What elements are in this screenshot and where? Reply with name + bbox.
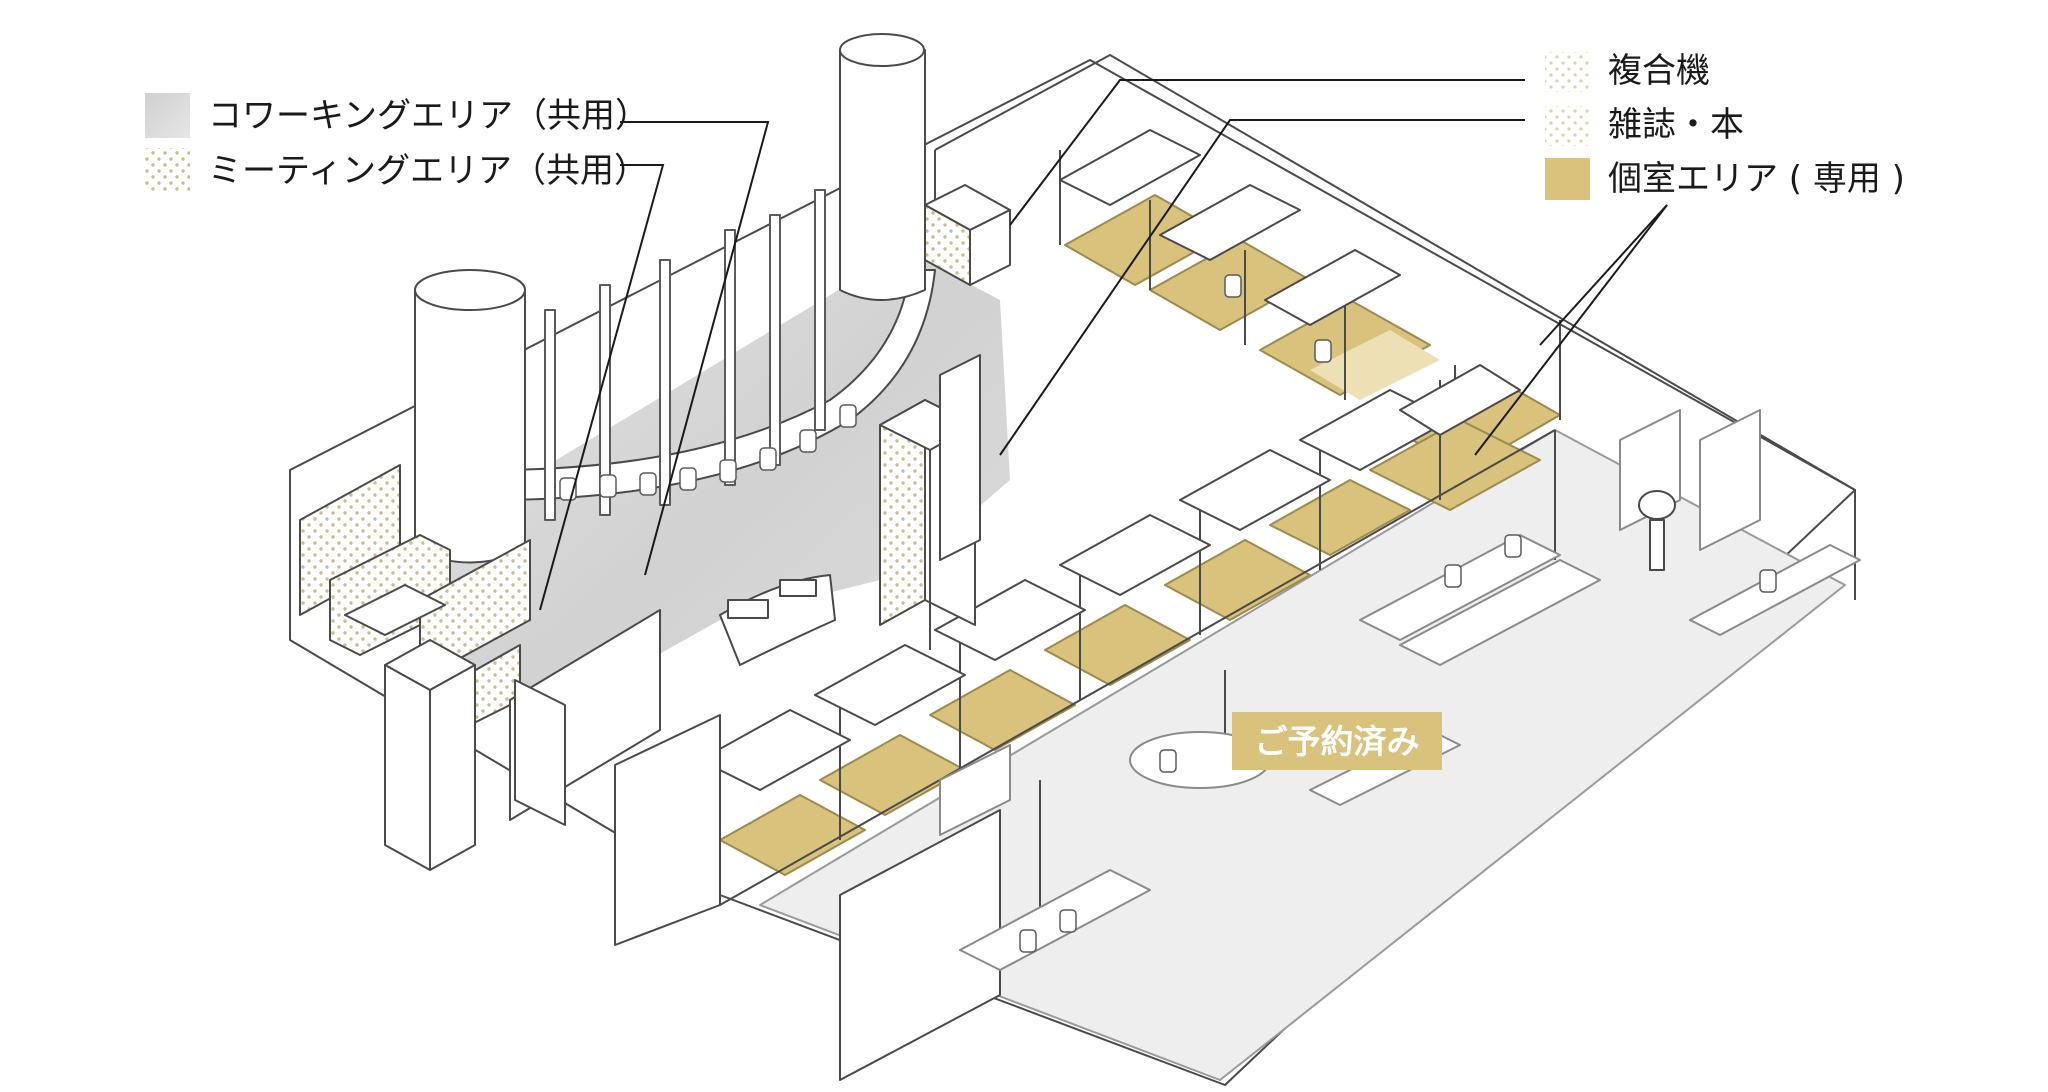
private-office-desks	[699, 129, 1521, 791]
magazine-shelf	[879, 354, 981, 650]
back-wall	[934, 54, 1856, 600]
leader-meeting	[539, 164, 665, 611]
legend-label-magazines: 雑誌・本	[1608, 105, 1744, 145]
leader-private-office-2	[1539, 204, 1668, 346]
coworking-counter	[489, 269, 936, 501]
leader-private-office-1	[1474, 204, 1668, 456]
legend-label-private-office: 個室エリア ( 専用 )	[1608, 159, 1905, 199]
printer	[924, 184, 1011, 286]
legend-swatch-coworking	[145, 93, 190, 138]
leader-lines	[539, 79, 1668, 611]
front-wall-block	[384, 609, 661, 871]
private-offices-front-row	[719, 380, 1556, 906]
legend-label-printer: 複合機	[1608, 51, 1710, 91]
legend-swatch-printer	[1545, 52, 1590, 92]
legend-swatch-meeting	[145, 148, 190, 193]
round-columns	[414, 33, 926, 564]
plant	[1638, 490, 1676, 571]
chairs	[559, 274, 1777, 953]
rented-area-walls	[614, 430, 1556, 1081]
legend-swatch-magazines	[1545, 106, 1590, 146]
legend-swatch-private-office	[1545, 158, 1590, 200]
legend-label-meeting: ミーティングエリア（共用）	[208, 151, 648, 191]
reception-counter	[719, 574, 836, 666]
leader-coworking	[620, 121, 770, 576]
reserved-badge: ご予約済み	[1232, 712, 1442, 770]
reserved-badge-bg	[1232, 712, 1442, 770]
floor-plan	[289, 33, 1861, 1086]
leader-magazines	[999, 119, 1525, 456]
reserved-badge-label: ご予約済み	[1255, 722, 1420, 761]
legend-left: コワーキングエリア（共用） ミーティングエリア（共用）	[145, 93, 649, 193]
legend-right: 複合機 雑誌・本 個室エリア ( 専用 )	[1545, 51, 1905, 200]
leader-printer	[1009, 79, 1525, 226]
legend-label-coworking: コワーキングエリア（共用）	[208, 96, 649, 136]
